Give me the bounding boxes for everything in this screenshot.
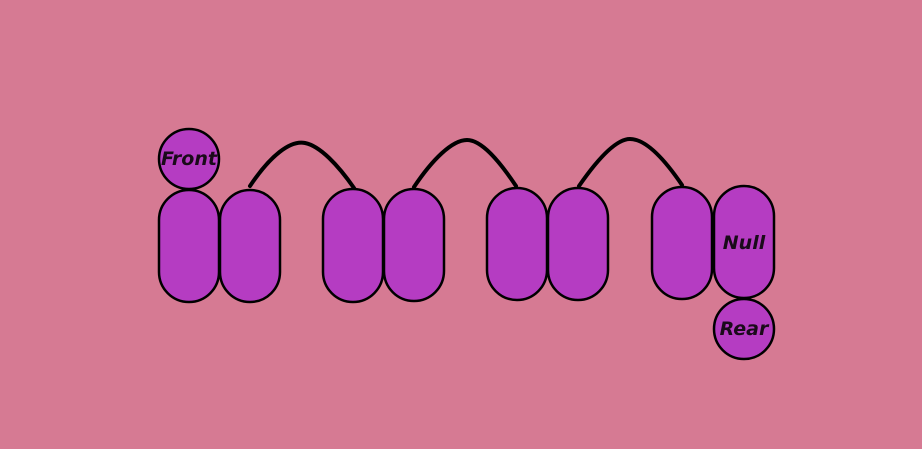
node-3-next (546, 186, 610, 302)
link-arc-2 (412, 137, 518, 189)
node-4-data (650, 185, 714, 301)
node-3-data (485, 186, 549, 302)
front-pointer (157, 127, 221, 191)
rear-pointer (712, 297, 776, 361)
node-1-data (157, 188, 221, 304)
link-arc-3 (577, 136, 684, 188)
node-1-next (218, 188, 282, 304)
rear-label: Rear (720, 318, 770, 340)
null-label: Null (723, 232, 766, 254)
front-label: Front (161, 148, 218, 170)
node-2-data (321, 187, 385, 304)
link-arc-1 (248, 140, 356, 190)
node-2-next (382, 187, 446, 303)
